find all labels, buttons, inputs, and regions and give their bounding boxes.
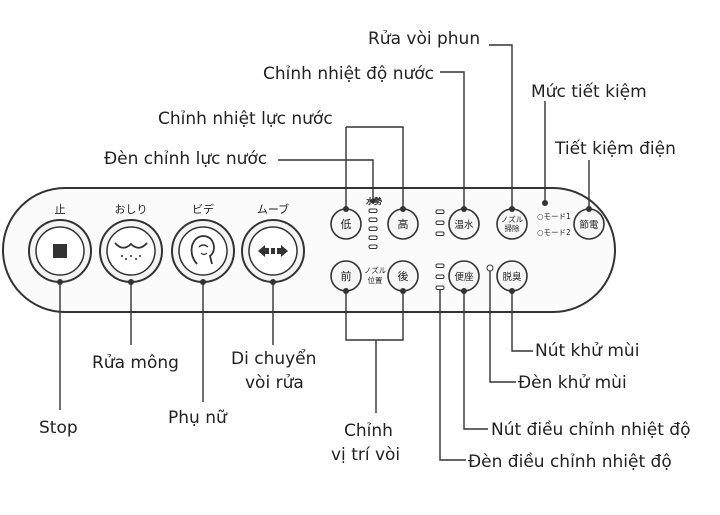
mode2-label: ○モード2 [537, 228, 571, 237]
leader-lines [57, 44, 592, 461]
callout-chinh-nhiet-do-nuoc: Chỉnh nhiệt độ nước [263, 64, 434, 84]
label-stop-jp: 止 [55, 203, 66, 216]
seat-temp-leds [435, 263, 445, 290]
mode1-label: ○モード1 [537, 212, 571, 221]
stop-button[interactable] [28, 219, 92, 283]
woman-face-icon [190, 235, 215, 265]
deodorize-led [486, 264, 494, 272]
nozzle-position-label-1: ノズル [364, 265, 387, 275]
callout-muc-tiet-kiem: Mức tiết kiệm [531, 81, 647, 102]
water-pressure-leds [368, 208, 378, 249]
callout-nut-dieu-chinh-nhiet-do: Nút điều chỉnh nhiệt độ [491, 419, 691, 440]
callout-tiet-kiem-dien: Tiết kiệm điện [554, 138, 676, 159]
high-pressure-label: 高 [398, 217, 409, 231]
callout-chinh-vi-tri-line2: vị trí vòi [331, 445, 400, 465]
label-bidet-jp: ビデ [192, 202, 214, 216]
nozzle-clean-label-1: ノズル [501, 214, 524, 224]
callout-chinh-vi-tri-line1: Chỉnh [344, 421, 393, 441]
callout-chinh-nhiet-luc-nuoc: Chỉnh nhiệt lực nước [158, 109, 333, 129]
double-arrow-icon [258, 245, 288, 257]
callout-rua-voi-phun: Rửa vòi phun [368, 29, 480, 49]
nozzle-position-label-2: 位置 [368, 275, 383, 285]
callout-den-khu-mui: Đèn khử mùi [518, 373, 627, 393]
callout-di-chuyen-line1: Di chuyển [231, 348, 316, 369]
seat-temp-label: 便座 [454, 271, 474, 283]
label-move-jp: ムーブ [257, 202, 289, 216]
power-save-label: 節電 [579, 219, 599, 231]
nozzle-back-label: 後 [398, 269, 409, 283]
label-oshiri-jp: おしり [115, 203, 148, 216]
callout-den-chinh-luc-nuoc: Đèn chỉnh lực nước [104, 149, 267, 169]
callout-den-dieu-chinh-nhiet-do: Đèn điều chỉnh nhiệt độ [468, 451, 672, 472]
deodorize-label: 脱臭 [502, 271, 522, 283]
callout-di-chuyen-line2: vòi rửa [245, 373, 304, 393]
stop-square-icon [53, 244, 67, 258]
nozzle-front-label: 前 [341, 269, 352, 283]
callout-stop: Stop [39, 418, 78, 438]
rear-wash-icon [114, 242, 148, 260]
water-temp-leds [435, 209, 445, 236]
callout-rua-mong: Rửa mông [92, 353, 179, 373]
callout-nut-khu-mui: Nút khử mùi [535, 341, 639, 361]
low-pressure-label: 低 [341, 218, 352, 231]
nozzle-clean-label-2: 掃除 [505, 223, 520, 233]
rear-wash-button[interactable] [99, 219, 163, 283]
bidet-button[interactable] [171, 219, 235, 283]
callout-phu-nu: Phụ nữ [168, 408, 228, 428]
control-panel-body [2, 187, 616, 313]
move-nozzle-button[interactable] [241, 219, 305, 283]
water-temp-label: 温水 [454, 219, 474, 231]
